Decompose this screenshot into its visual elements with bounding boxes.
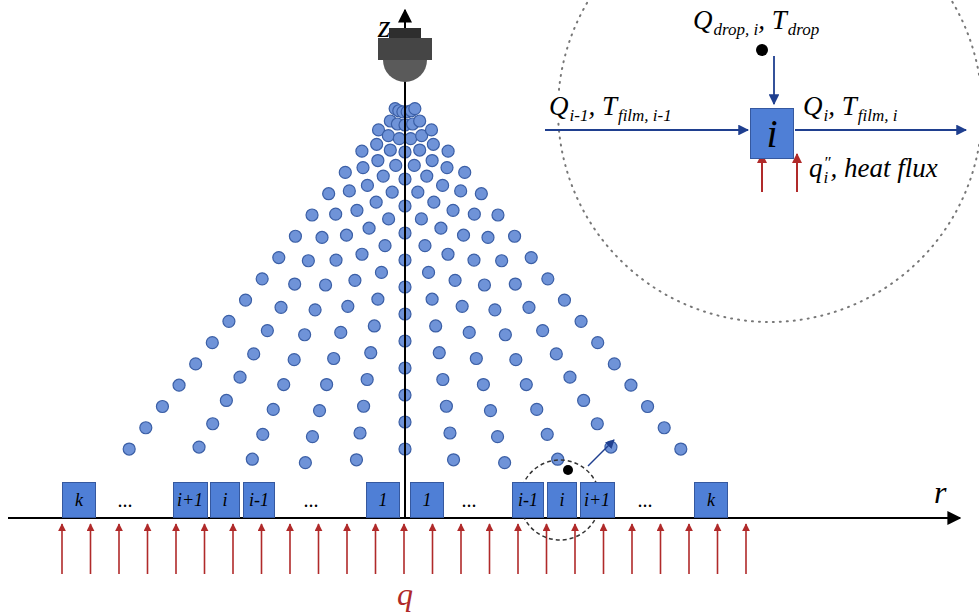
z-axis (404, 10, 406, 518)
film-inflow-label: Qi-1, Tfilm, i-1 (546, 92, 675, 121)
film-cell: i+1 (580, 482, 615, 518)
heat-flux-arrows (62, 524, 746, 574)
ellipsis: ... (638, 490, 653, 510)
inset-flows (545, 44, 966, 192)
drop-inflow-label: Qdrop, i, Tdrop (690, 6, 822, 35)
cell-index: 1 (423, 490, 432, 511)
symbol-text: i-1 (570, 107, 589, 124)
cell-index: i-1 (518, 490, 538, 511)
axis-label: z (378, 10, 390, 42)
inset-outline (558, 0, 979, 322)
symbol-text: , T (588, 93, 617, 120)
cell-index: i-1 (249, 490, 269, 511)
symbol-text: i (824, 170, 831, 185)
film-cell: 1 (366, 482, 400, 518)
cell-index: k (707, 490, 715, 511)
script-stack: ″i (824, 155, 831, 186)
symbol-text: drop (788, 21, 820, 38)
cell-index: i+1 (177, 490, 203, 511)
inset-cell: i (750, 108, 794, 159)
symbol-text: , T (828, 93, 857, 120)
film-cell: k (694, 482, 728, 518)
symbol-text: , heat flux (831, 155, 938, 182)
symbol-text: q (809, 155, 823, 182)
cell-index: i (222, 490, 227, 511)
ellipsis: ... (304, 490, 319, 510)
cell-index: i (559, 490, 564, 511)
cell-index: k (75, 490, 83, 511)
symbol-text: drop, i (714, 21, 759, 38)
cell-index: 1 (379, 490, 388, 511)
heat-flux-symbol: q (397, 578, 413, 610)
axis-label: r (934, 476, 946, 508)
ellipsis: ... (462, 490, 477, 510)
symbol-text: film, i (858, 107, 898, 124)
film-cell: i (547, 482, 577, 518)
cell-index: i (766, 110, 777, 157)
symbol-text: Q (803, 93, 823, 120)
symbol-text: , T (758, 7, 787, 34)
film-cell: 1 (410, 482, 444, 518)
heat-flux-label: q″i, heat flux (806, 154, 941, 187)
film-cell: i+1 (173, 482, 208, 518)
film-outflow-label: Qi, Tfilm, i (800, 92, 900, 121)
symbol-text: Q (693, 7, 713, 34)
cell-index: i+1 (584, 490, 610, 511)
film-cell: i-1 (512, 482, 544, 518)
symbol-text: Q (549, 93, 569, 120)
ellipsis: ... (118, 490, 133, 510)
film-cell: i-1 (243, 482, 275, 518)
zoom-pointer (588, 440, 614, 466)
symbol-text: ″ (824, 155, 831, 170)
symbol-text: i (824, 107, 829, 124)
r-axis (8, 517, 960, 519)
symbol-text: film, i-1 (618, 107, 672, 124)
film-cell: k (62, 482, 96, 518)
film-cell: i (210, 482, 240, 518)
drop-dot (563, 465, 573, 475)
